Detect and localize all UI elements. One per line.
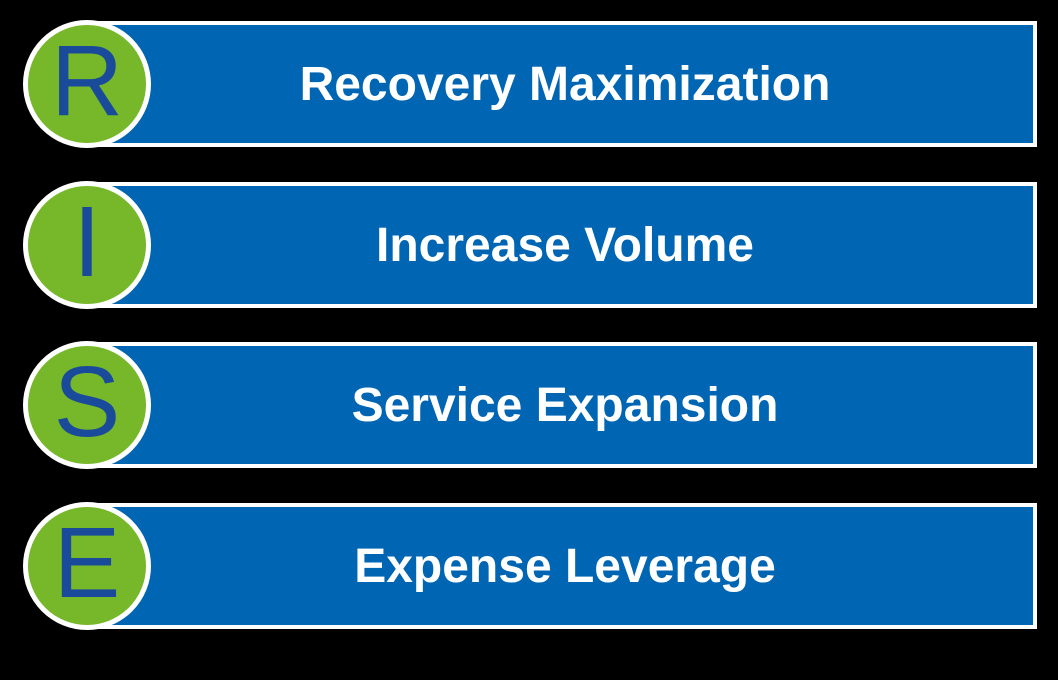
- letter-badge-e: E: [23, 502, 151, 630]
- letter-badge-s: S: [23, 341, 151, 469]
- bar-label-service-expansion: Service Expansion: [351, 378, 779, 432]
- bar-recovery-maximization: Recovery Maximization: [93, 21, 1037, 147]
- bar-label-increase-volume: Increase Volume: [376, 218, 754, 272]
- letter-badge-i: I: [23, 181, 151, 309]
- bar-label-expense-leverage: Expense Leverage: [354, 539, 776, 593]
- badge-letter-i: I: [73, 186, 101, 298]
- bar-increase-volume: Increase Volume: [93, 182, 1037, 308]
- badge-letter-r: R: [50, 25, 124, 137]
- badge-letter-e: E: [53, 507, 121, 619]
- bar-service-expansion: Service Expansion: [93, 342, 1037, 468]
- letter-badge-r: R: [23, 20, 151, 148]
- bar-label-recovery-maximization: Recovery Maximization: [299, 57, 831, 111]
- badge-letter-s: S: [53, 346, 121, 458]
- bar-expense-leverage: Expense Leverage: [93, 503, 1037, 629]
